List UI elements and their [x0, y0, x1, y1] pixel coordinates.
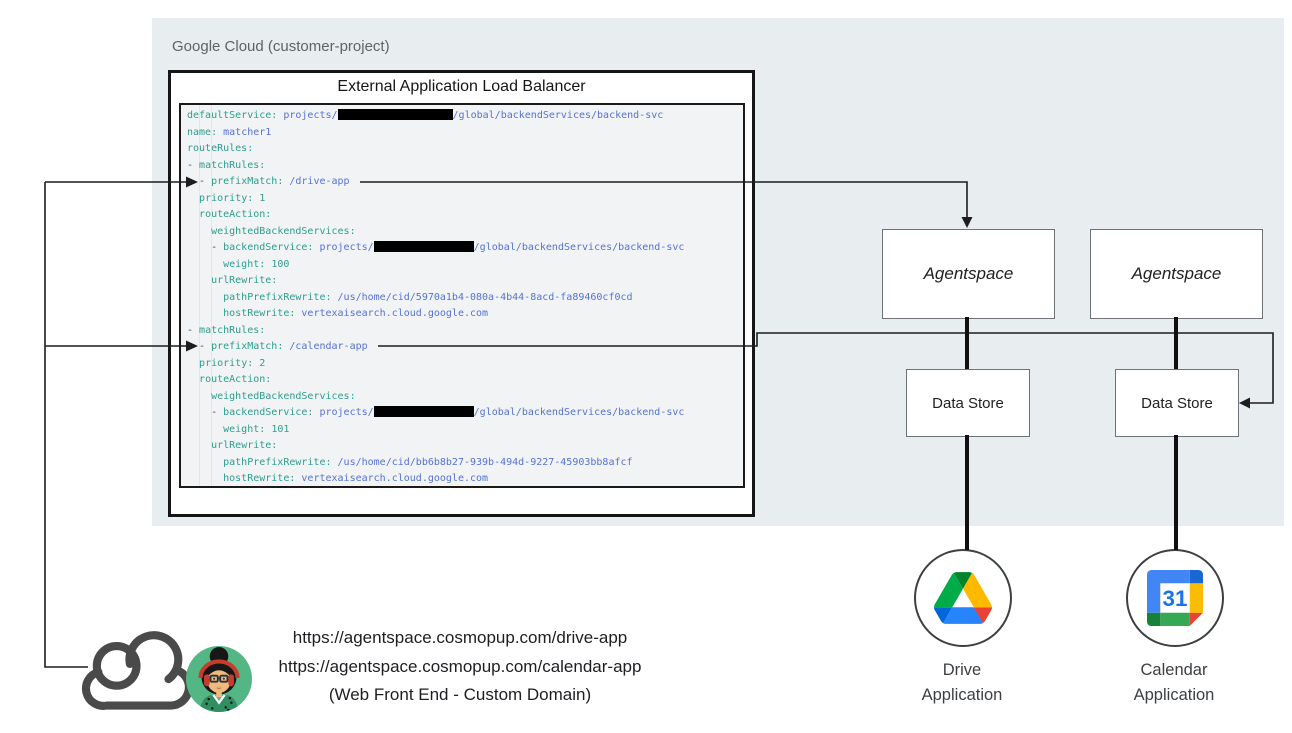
datastore-node-right: Data Store [1115, 369, 1239, 437]
agentspace-node-right: Agentspace [1090, 229, 1263, 319]
google-calendar-icon: 31 [1147, 570, 1203, 626]
calendar-application-node: 31 [1126, 549, 1224, 647]
user-avatar [186, 646, 252, 712]
google-drive-icon [934, 572, 992, 624]
agentspace-label: Agentspace [923, 264, 1014, 283]
datastore-label: Data Store [1141, 394, 1213, 412]
calendar-application-label: Calendar Application [1133, 661, 1215, 704]
web-frontend-urls: https://agentspace.cosmopup.com/drive-ap… [255, 624, 665, 710]
calendar-day-number: 31 [1163, 586, 1188, 611]
agentspace-node-left: Agentspace [882, 229, 1055, 319]
drive-application-label: Drive Application [921, 661, 1003, 704]
calendar-app-url: https://agentspace.cosmopup.com/calendar… [278, 656, 642, 676]
route-config-code: defaultService: projects//global/backend… [179, 103, 745, 488]
datastore-node-left: Data Store [906, 369, 1030, 437]
google-cloud-panel-title: Google Cloud (customer-project) [172, 38, 390, 55]
datastore-label: Data Store [932, 394, 1004, 412]
redaction-bar [373, 241, 474, 252]
load-balancer-box: External Application Load Balancer defau… [168, 70, 755, 517]
load-balancer-title: External Application Load Balancer [337, 78, 586, 95]
redaction-bar [373, 406, 474, 417]
drive-application-node [914, 549, 1012, 647]
agentspace-label: Agentspace [1131, 264, 1222, 283]
drive-app-url: https://agentspace.cosmopup.com/drive-ap… [292, 628, 628, 647]
web-frontend-caption: (Web Front End - Custom Domain) [328, 685, 592, 704]
cloud-icon [81, 631, 193, 710]
redaction-bar [337, 109, 453, 120]
user-to-frontend-line [44, 182, 88, 668]
